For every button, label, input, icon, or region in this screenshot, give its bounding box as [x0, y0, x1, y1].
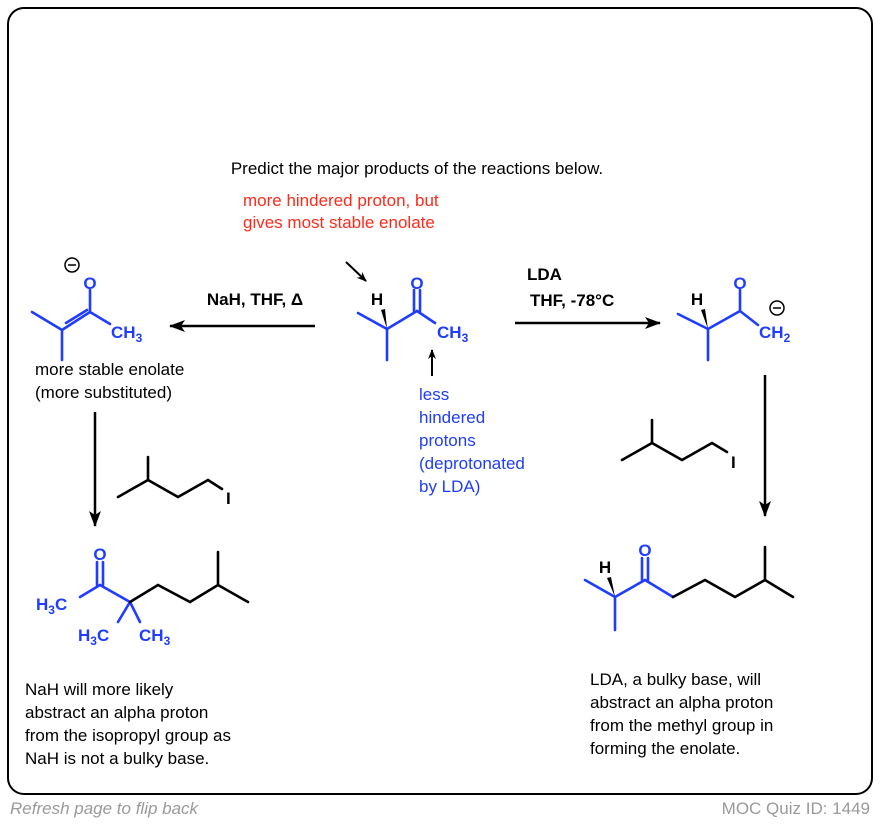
alkyl-iodide-left: I: [116, 455, 231, 508]
right-explanation: LDA, a bulky base, will abstract an alph…: [590, 670, 773, 758]
svg-text:H: H: [599, 558, 611, 577]
atom-CH3: CH3: [437, 323, 469, 345]
atom-H: H: [371, 290, 383, 309]
enolate-right: H O CH2: [676, 274, 791, 362]
blue-note: less hindered protons (deprotonated by L…: [419, 385, 525, 496]
starting-ketone: H O CH3: [356, 274, 469, 362]
red-note-1: more hindered proton, but: [243, 191, 439, 210]
negative-charge-icon: [769, 300, 785, 316]
svg-text:O: O: [93, 545, 106, 564]
svg-text:H3C: H3C: [36, 595, 67, 617]
svg-text:hindered: hindered: [419, 408, 485, 427]
red-note-2: gives most stable enolate: [243, 213, 435, 232]
right-reagent-1: LDA: [527, 265, 562, 284]
left-explanation: NaH will more likely abstract an alpha p…: [25, 680, 231, 768]
question-text: Predict the major products of the reacti…: [231, 159, 603, 178]
proton-pointer-arrow: [345, 261, 367, 282]
svg-text:CH3: CH3: [139, 626, 171, 648]
svg-text:abstract an alpha proton: abstract an alpha proton: [25, 703, 208, 722]
alkyl-iodide-right: I: [620, 418, 736, 472]
svg-text:NaH is not a bulky base.: NaH is not a bulky base.: [25, 749, 209, 768]
svg-text:from the methyl group in: from the methyl group in: [590, 716, 773, 735]
svg-text:LDA, a bulky base, will: LDA, a bulky base, will: [590, 670, 761, 689]
svg-text:forming the enolate.: forming the enolate.: [590, 739, 740, 758]
svg-text:abstract an alpha proton: abstract an alpha proton: [590, 693, 773, 712]
svg-text:less: less: [419, 385, 449, 404]
left-reagents: NaH, THF, Δ: [207, 290, 303, 309]
svg-text:from the isopropyl group as: from the isopropyl group as: [25, 726, 231, 745]
svg-text:O: O: [638, 541, 651, 560]
left-caption-2: (more substituted): [35, 383, 172, 402]
svg-text:CH2: CH2: [759, 323, 791, 345]
card-border: [7, 7, 873, 795]
svg-text:O: O: [733, 274, 746, 293]
svg-text:I: I: [731, 453, 736, 472]
svg-text:NaH will more likely: NaH will more likely: [25, 680, 174, 699]
right-reagent-2: THF, -78°C: [530, 291, 614, 310]
svg-text:I: I: [226, 489, 231, 508]
left-caption-1: more stable enolate: [35, 360, 184, 379]
product-right: H O: [583, 541, 795, 632]
svg-text:H: H: [691, 290, 703, 309]
svg-text:protons: protons: [419, 431, 476, 450]
quiz-id: MOC Quiz ID: 1449: [722, 799, 870, 818]
enolate-left: O CH3: [30, 257, 143, 362]
atom-O: O: [83, 274, 96, 293]
svg-text:by LDA): by LDA): [419, 477, 480, 496]
flip-back-link[interactable]: Refresh page to flip back: [10, 799, 200, 818]
product-left: O H3C H3C CH3: [36, 545, 250, 648]
atom-CH3: CH3: [111, 323, 143, 345]
atom-O: O: [410, 274, 423, 293]
svg-text:H3C: H3C: [78, 626, 109, 648]
svg-text:(deprotonated: (deprotonated: [419, 454, 525, 473]
negative-charge-icon: [64, 257, 80, 273]
